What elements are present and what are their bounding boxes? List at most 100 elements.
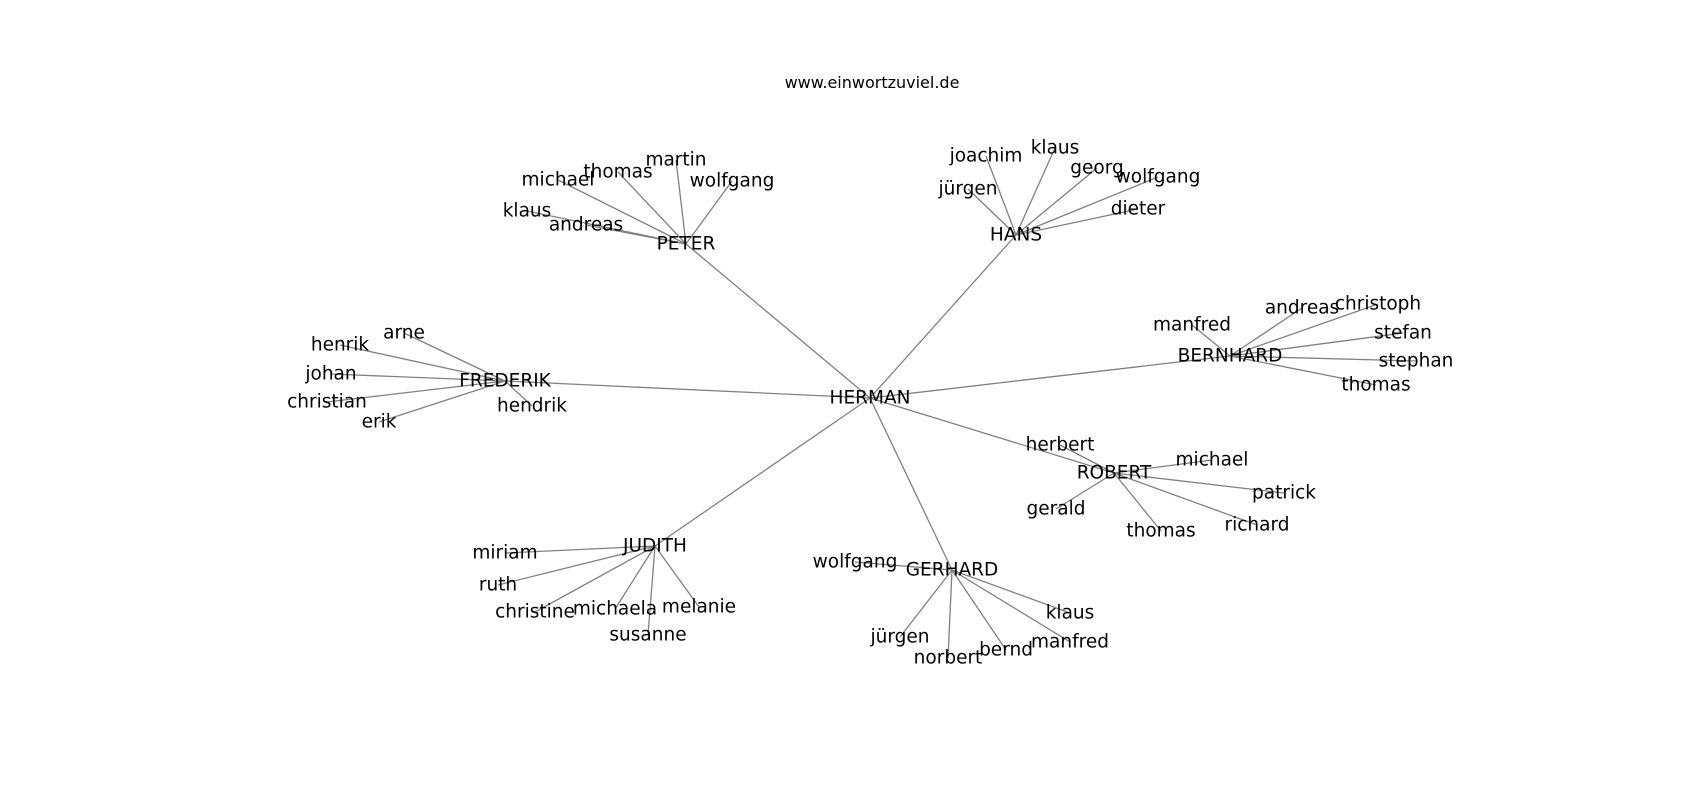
edge-frederik-arne	[403, 332, 506, 382]
node-leaf: hendrik	[497, 396, 567, 417]
edge-robert-richard	[1113, 472, 1258, 526]
edge-frederik-henrik	[339, 344, 506, 382]
node-leaf: stephan	[1379, 351, 1454, 372]
edge-hans-wolfgang	[1015, 176, 1159, 236]
node-group-bernhard: BERNHARD	[1178, 346, 1283, 367]
node-leaf: manfred	[1153, 315, 1231, 336]
edge-judith-susanne	[647, 545, 656, 636]
node-group-judith: JUDITH	[622, 536, 687, 557]
labels: HERMANPETERmichaelthomasmartinwolfgangkl…	[287, 138, 1453, 669]
node-group-hans: HANS	[990, 225, 1042, 246]
edge-judith-michaela	[614, 545, 656, 610]
edge-frederik-christian	[326, 380, 506, 403]
node-leaf: erik	[362, 412, 397, 433]
site-title: www.einwortzuviel.de	[785, 73, 960, 92]
node-leaf: arne	[383, 323, 425, 344]
node-group-peter: PETER	[657, 234, 716, 255]
edge-hans-joachim	[985, 155, 1017, 236]
node-group-gerhard: GERHARD	[906, 560, 999, 581]
edge-frederik-johan	[330, 373, 506, 382]
edge-gerhard-klaus	[951, 569, 1071, 614]
node-leaf: thomas	[1341, 375, 1410, 396]
node-leaf: henrik	[311, 335, 370, 356]
node-leaf: andreas	[549, 215, 623, 236]
node-leaf: bernd	[979, 640, 1033, 661]
node-leaf: gerald	[1027, 499, 1086, 520]
node-leaf: stefan	[1374, 323, 1432, 344]
edge-robert-herbert	[1059, 444, 1115, 474]
edge-hans-jürgen	[967, 188, 1017, 236]
node-leaf: thomas	[1126, 521, 1195, 542]
edges	[326, 147, 1417, 659]
edge-bernhard-christoph	[1229, 303, 1379, 357]
node-leaf: klaus	[1046, 603, 1095, 624]
node-leaf: johan	[304, 364, 356, 385]
node-group-frederik: FREDERIK	[459, 371, 551, 392]
node-leaf: norbert	[914, 648, 983, 669]
node-leaf: michael	[1176, 450, 1249, 471]
node-leaf: wolfgang	[1116, 167, 1201, 188]
edge-hans-klaus	[1015, 147, 1056, 236]
node-leaf: wolfgang	[690, 171, 775, 192]
node-leaf: patrick	[1252, 483, 1316, 504]
edge-robert-patrick	[1113, 472, 1285, 494]
edge-center-bernhard	[869, 355, 1231, 399]
node-leaf: christine	[495, 602, 575, 623]
edge-robert-gerald	[1055, 472, 1115, 510]
edge-frederik-erik	[378, 380, 506, 423]
edge-peter-wolfgang	[685, 180, 733, 245]
edge-judith-miriam	[504, 545, 656, 554]
node-leaf: dieter	[1111, 199, 1166, 220]
edge-peter-michael	[557, 179, 687, 245]
node-leaf: michaela	[573, 599, 657, 620]
edge-center-judith	[654, 397, 871, 547]
node-leaf: wolfgang	[813, 552, 898, 573]
node-center: HERMAN	[830, 388, 911, 409]
edge-peter-thomas	[617, 171, 687, 245]
edge-bernhard-stefan	[1229, 332, 1404, 357]
edge-gerhard-bernd	[951, 569, 1007, 651]
node-leaf: christoph	[1335, 294, 1421, 315]
edge-center-hans	[869, 234, 1017, 399]
edge-bernhard-manfred	[1191, 324, 1231, 357]
node-leaf: melanie	[662, 597, 736, 618]
node-leaf: jürgen	[938, 179, 998, 200]
edge-center-frederik	[504, 380, 871, 399]
edge-gerhard-wolfgang	[854, 561, 953, 571]
edge-frederik-hendrik	[504, 380, 533, 407]
edge-peter-andreas	[585, 224, 687, 245]
node-leaf: susanne	[609, 625, 686, 646]
node-leaf: martin	[645, 150, 706, 171]
edge-robert-thomas	[1113, 472, 1162, 532]
edge-bernhard-andreas	[1229, 307, 1303, 357]
node-leaf: klaus	[1031, 138, 1080, 159]
edge-bernhard-thomas	[1229, 355, 1377, 386]
node-leaf: georg	[1070, 158, 1123, 179]
edge-hans-georg	[1015, 167, 1098, 236]
node-leaf: jürgen	[870, 627, 930, 648]
edge-center-gerhard	[869, 397, 953, 571]
edge-peter-martin	[675, 159, 687, 245]
edge-gerhard-jürgen	[899, 569, 953, 638]
edge-gerhard-manfred	[951, 569, 1071, 643]
node-leaf: christian	[287, 392, 367, 413]
node-leaf: thomas	[583, 162, 652, 183]
node-group-robert: ROBERT	[1077, 463, 1152, 484]
node-leaf: andreas	[1265, 298, 1339, 319]
node-leaf: herbert	[1026, 435, 1095, 456]
edge-hans-dieter	[1015, 208, 1139, 236]
edge-center-robert	[869, 397, 1115, 474]
edge-center-peter	[685, 243, 871, 399]
edge-bernhard-stephan	[1229, 355, 1417, 362]
node-leaf: ruth	[479, 575, 517, 596]
node-leaf: klaus	[503, 201, 552, 222]
node-leaf: manfred	[1031, 632, 1109, 653]
edge-gerhard-norbert	[947, 569, 953, 659]
node-leaf: michael	[522, 170, 595, 191]
node-leaf: joachim	[949, 146, 1023, 167]
node-leaf: miriam	[472, 543, 537, 564]
edge-judith-christine	[534, 545, 656, 613]
node-leaf: richard	[1224, 515, 1289, 536]
